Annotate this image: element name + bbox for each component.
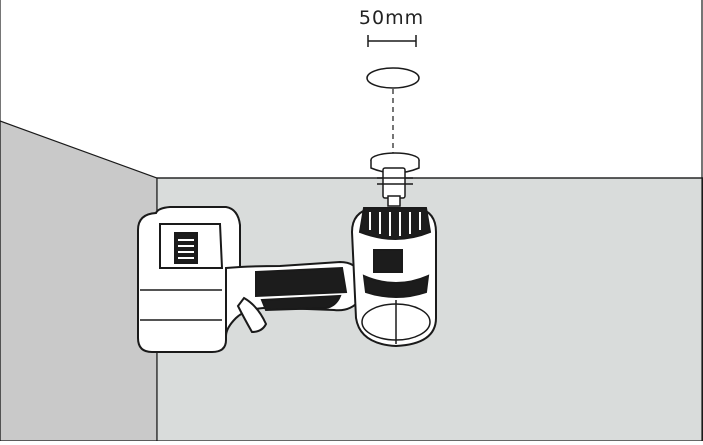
ceiling [0,0,703,178]
drill-chuck [358,207,432,240]
cordless-drill-icon [137,206,437,353]
dimension-marker [367,35,417,47]
ceiling-disc-icon [366,67,420,160]
cutout-disc [366,67,420,89]
hole-saw-icon [370,152,420,207]
left-wall [0,120,158,442]
